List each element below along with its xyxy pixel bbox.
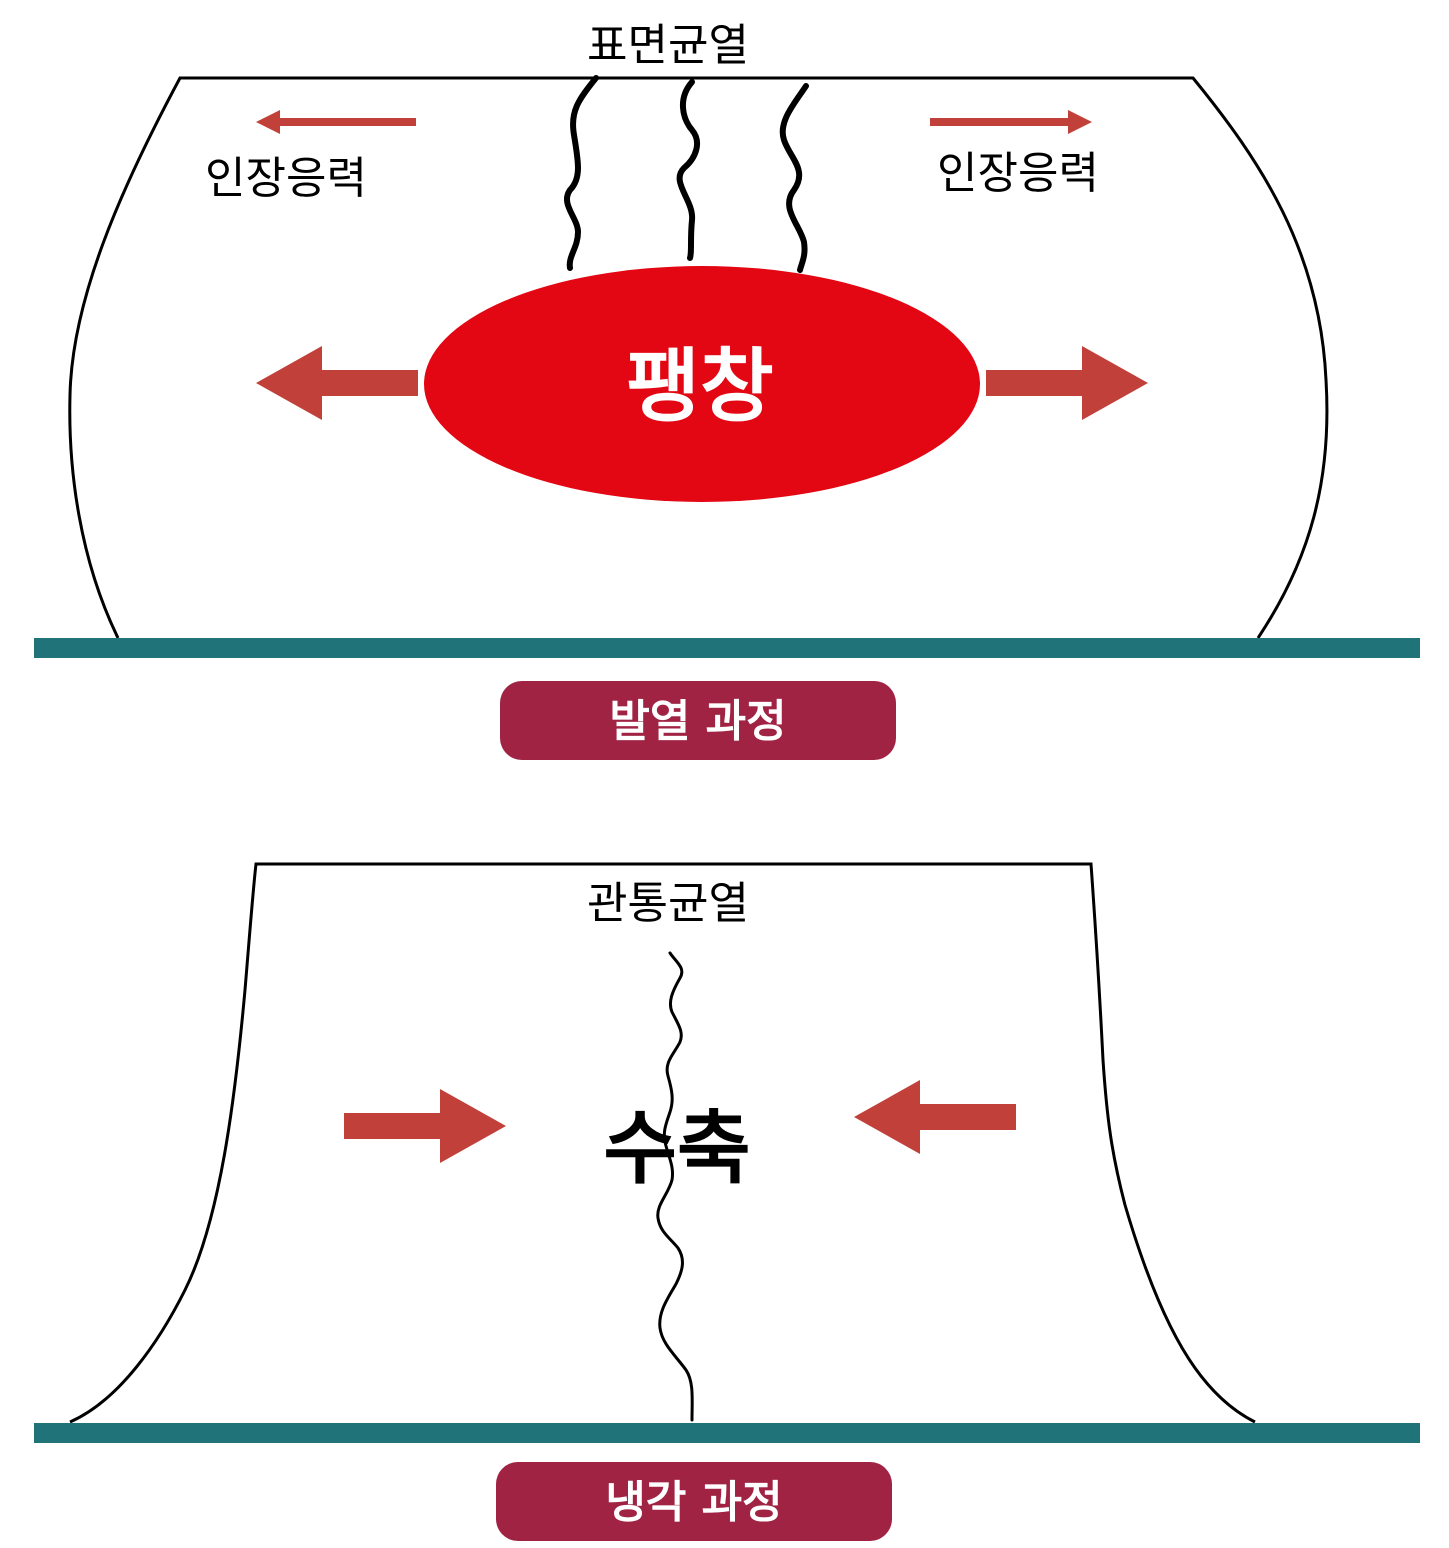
tensile-stress-arrow-left bbox=[256, 110, 416, 134]
surface-crack-label: 표면균열 bbox=[587, 20, 749, 71]
tensile-stress-label-right: 인장응력 bbox=[937, 148, 1099, 199]
cooling-ground-line bbox=[34, 1423, 1420, 1443]
through-crack bbox=[656, 951, 694, 1422]
heating-process-badge bbox=[500, 681, 896, 760]
cooling-process-badge bbox=[496, 1462, 892, 1541]
expansion-label: 팽창 bbox=[626, 340, 773, 433]
through-crack-label: 관통균열 bbox=[587, 878, 749, 929]
heating-ground-line bbox=[34, 638, 1420, 658]
cooling-panel: 관통균열 수축 냉각 과정 bbox=[34, 862, 1420, 1541]
contraction-label: 수축 bbox=[603, 1102, 750, 1195]
cooling-body-outline bbox=[69, 862, 1256, 1424]
contraction-arrow-left bbox=[344, 1089, 506, 1163]
tensile-stress-arrow-right bbox=[930, 110, 1092, 134]
surface-crack-1 bbox=[564, 75, 599, 271]
surface-crack-3 bbox=[779, 83, 809, 273]
expansion-arrow-right bbox=[986, 346, 1148, 420]
heating-body-outline bbox=[68, 76, 1329, 639]
expansion-core bbox=[424, 266, 980, 502]
heating-panel: 표면균열 인장응력 인장응력 팽창 발열 과정 bbox=[34, 20, 1420, 760]
cooling-process-label: 냉각 과정 bbox=[605, 1477, 782, 1528]
expansion-arrow-left bbox=[256, 346, 418, 420]
contraction-arrow-right bbox=[854, 1080, 1016, 1154]
surface-crack-2 bbox=[676, 79, 701, 261]
tensile-stress-label-left: 인장응력 bbox=[205, 153, 367, 204]
heating-process-label: 발열 과정 bbox=[609, 696, 786, 747]
